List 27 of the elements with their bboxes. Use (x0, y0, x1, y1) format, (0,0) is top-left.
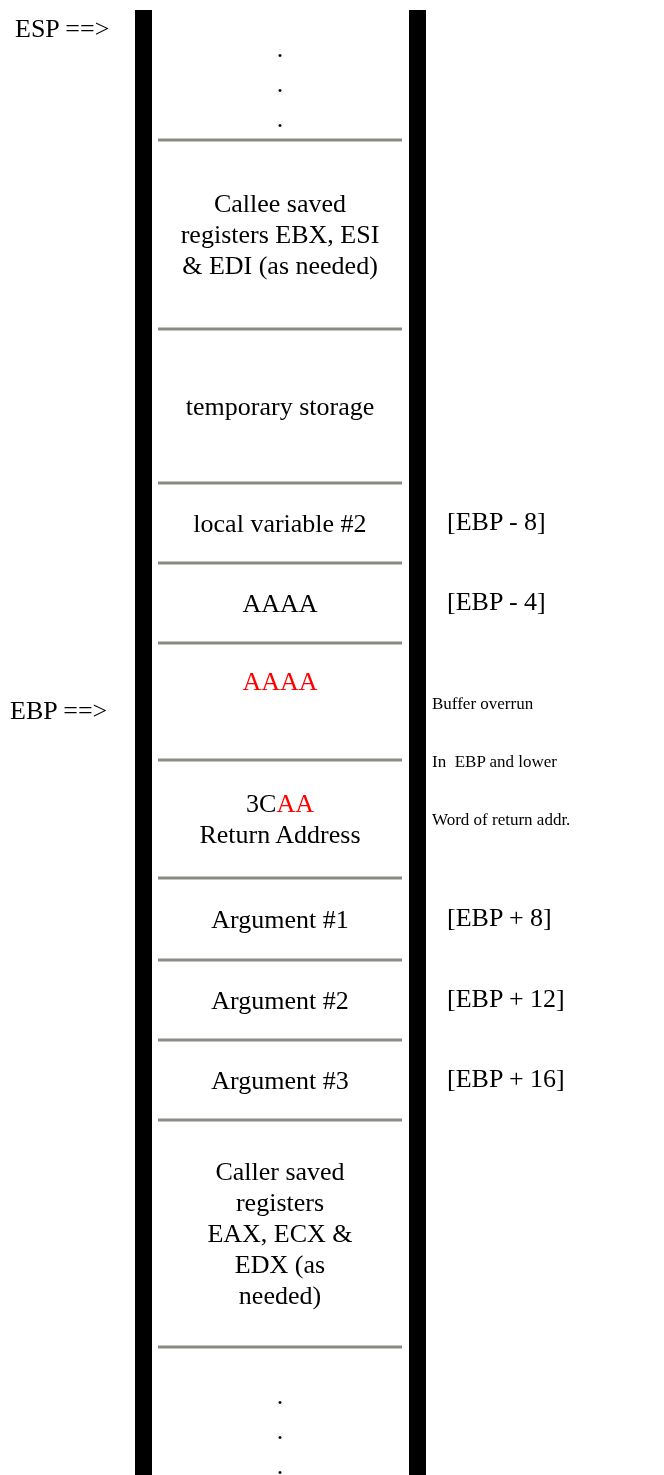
offset-label: [EBP - 4] (447, 587, 546, 617)
ellipsis-dot: . (275, 103, 285, 135)
offset-label: [EBP - 8] (447, 507, 546, 537)
stack-slot-text: temporary storage (184, 390, 376, 422)
stack-slot-text: AAAA (241, 587, 319, 619)
note-text: Word of return addr. (432, 810, 571, 830)
stack-slot-text: local variable #2 (192, 507, 368, 539)
offset-label: [EBP + 8] (447, 903, 552, 933)
stack-slot-text: Callee saved registers EBX, ESI & EDI (as needed) (179, 188, 381, 281)
stack-slot-text: Return Address (198, 819, 362, 850)
stack-slot-text: Argument #1 (210, 903, 350, 935)
note-text: Buffer overrun (432, 694, 534, 714)
ellipsis-dot: . (275, 1415, 285, 1447)
stack-slot-text: 3CAA (245, 788, 315, 819)
offset-label: [EBP + 16] (447, 1064, 565, 1094)
note-text: In EBP and lower (432, 752, 557, 772)
ellipsis-dot: . (275, 68, 285, 100)
ellipsis-dot: . (275, 1380, 285, 1412)
stack-slot-text: Argument #2 (210, 984, 350, 1016)
offset-label: [EBP + 12] (447, 984, 565, 1014)
stack-slot-text: AAAA (241, 666, 319, 697)
pointer-label: ESP ==> (15, 14, 110, 44)
stack-slot-text: Caller saved registers EAX, ECX & EDX (as needed) (206, 1156, 354, 1311)
ellipsis-dot: . (275, 1450, 285, 1475)
ellipsis-dot: . (275, 33, 285, 65)
stack-slot-text: Argument #3 (210, 1064, 350, 1096)
pointer-label: EBP ==> (10, 696, 108, 726)
